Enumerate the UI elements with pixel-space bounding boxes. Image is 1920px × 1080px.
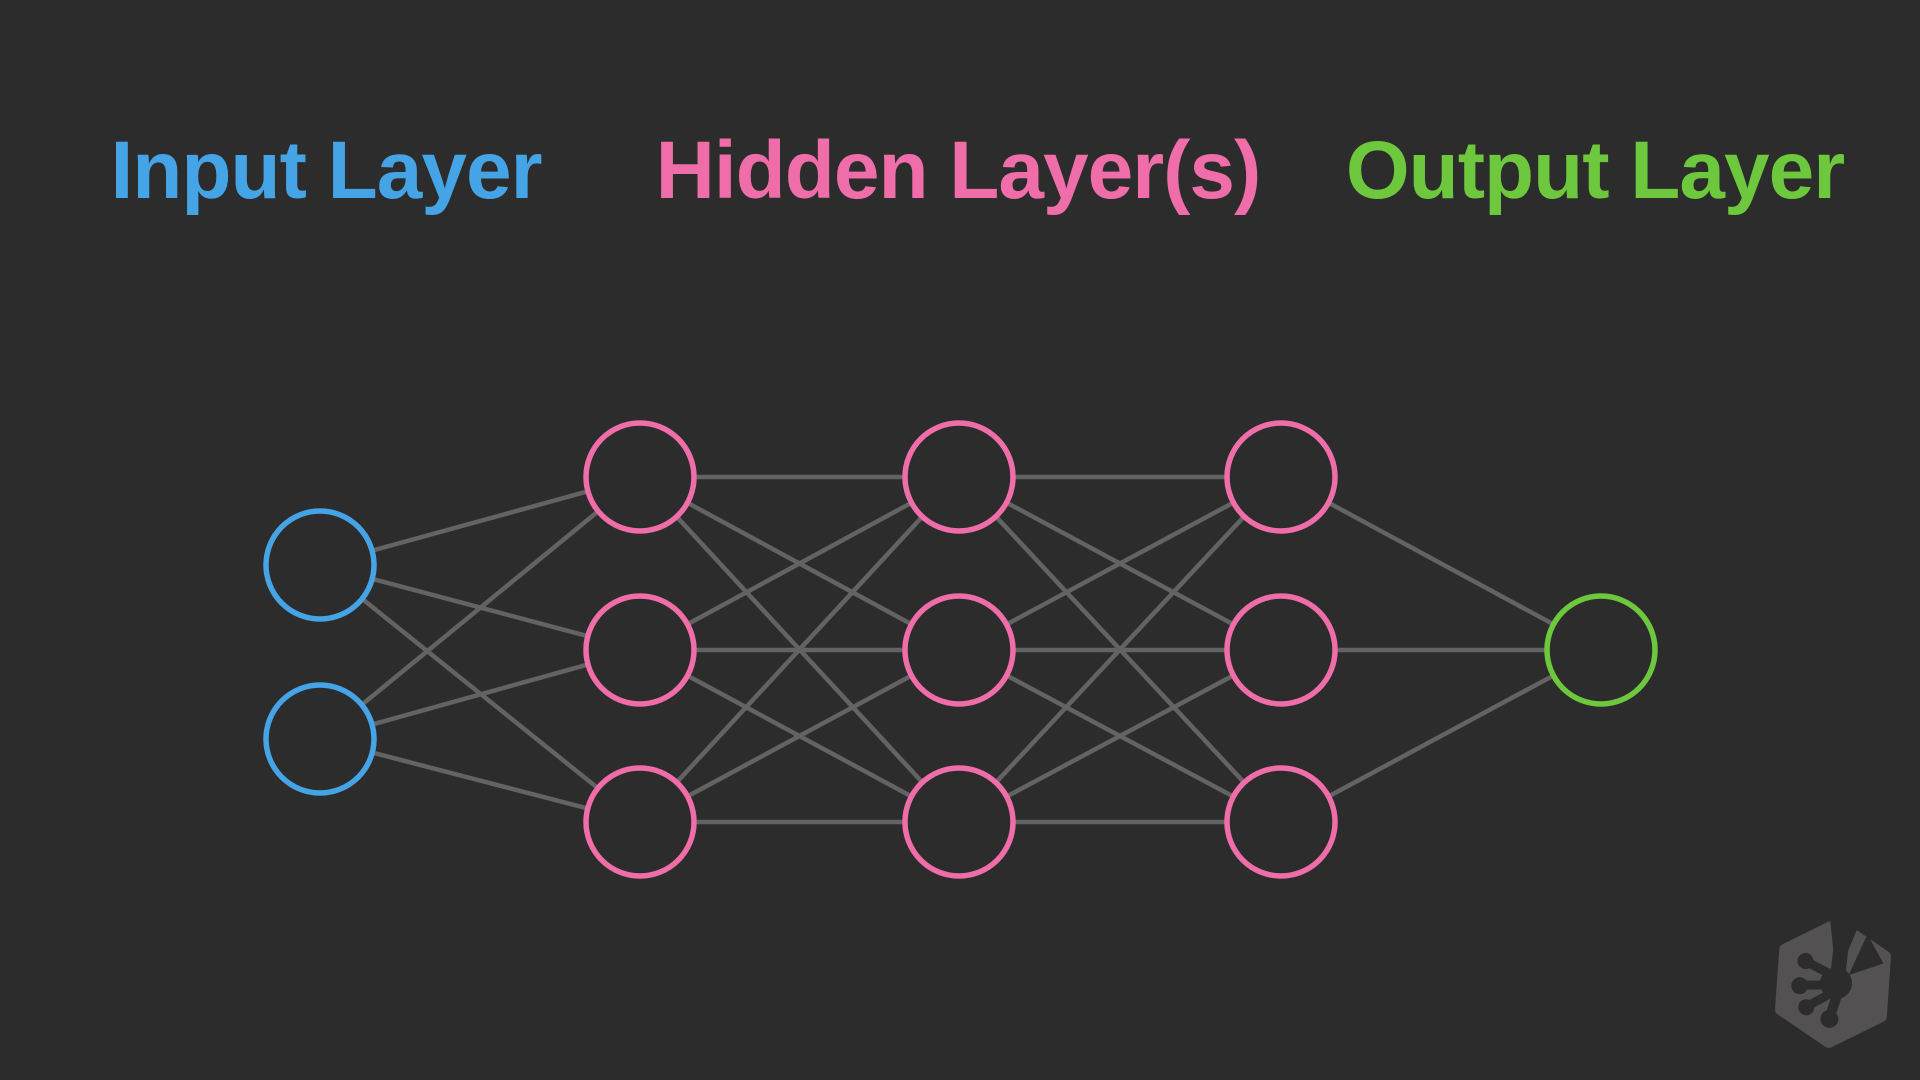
- hidden-layer-1-node: [583, 420, 697, 534]
- hidden-layer-3-node: [1224, 765, 1338, 879]
- connection-line: [957, 475, 1283, 652]
- connection-line: [1279, 475, 1603, 652]
- connection-line: [638, 475, 961, 824]
- treehouse-logo-icon: [1775, 915, 1891, 1048]
- connection-line: [318, 475, 642, 741]
- output-layer-node: [1544, 593, 1658, 707]
- connection-line: [638, 475, 961, 652]
- input-layer-node: [263, 508, 377, 622]
- hidden-layers-label: Hidden Layer(s): [655, 125, 1262, 216]
- connection-line: [1279, 648, 1603, 824]
- connection-line: [638, 648, 961, 824]
- connection-line: [957, 475, 1283, 824]
- hidden-layer-1-node: [583, 593, 697, 707]
- hidden-layer-3-node: [1224, 420, 1338, 534]
- connection-line: [957, 648, 1283, 824]
- hidden-layer-2-node: [902, 593, 1016, 707]
- hidden-layer-2-node: [902, 420, 1016, 534]
- hidden-layer-3-node: [1224, 593, 1338, 707]
- output-layer-label: Output Layer: [1345, 125, 1845, 216]
- input-layer-node: [263, 682, 377, 796]
- hidden-layer-1-node: [583, 765, 697, 879]
- hidden-layer-2-node: [902, 765, 1016, 879]
- neuron-nodes: [263, 420, 1658, 879]
- frog-footprint-icon: [1791, 915, 1884, 1028]
- input-layer-label: Input Layer: [110, 125, 543, 216]
